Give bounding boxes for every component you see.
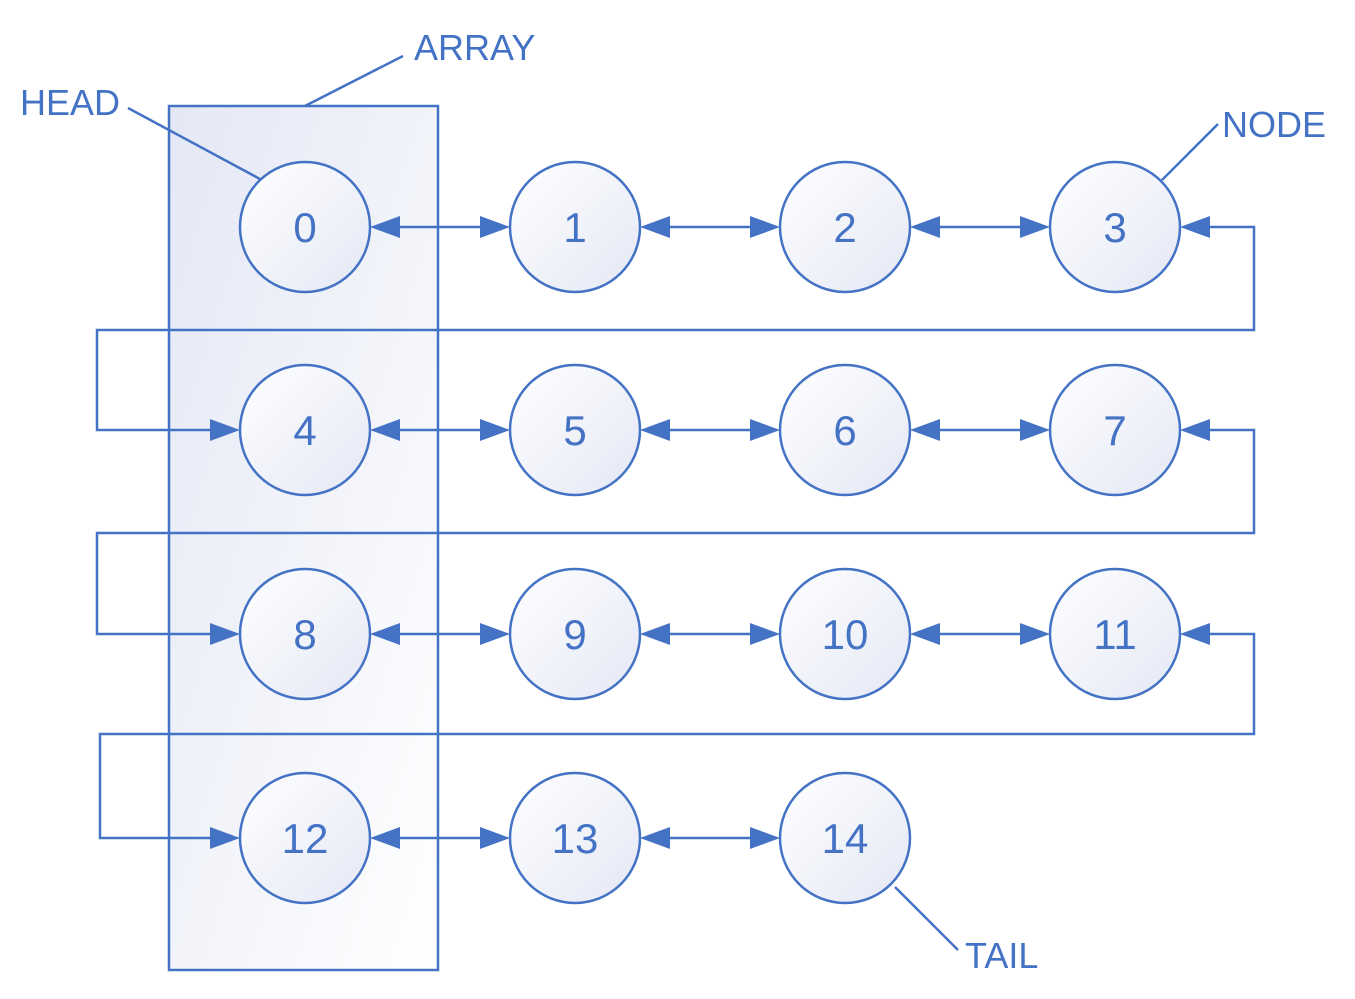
- node-label: 6: [833, 407, 856, 454]
- node-label: 1: [563, 204, 586, 251]
- node-label: 13: [552, 815, 599, 862]
- node-label: 10: [822, 611, 869, 658]
- arrowhead-right: [480, 419, 510, 441]
- arrowhead-left: [1180, 419, 1210, 441]
- arrowhead-right: [750, 623, 780, 645]
- node-5: 5: [508, 363, 642, 497]
- arrowhead-right: [480, 216, 510, 238]
- node-callout-line: [1161, 123, 1219, 181]
- node-label: 8: [293, 611, 316, 658]
- arrowhead-left: [1180, 623, 1210, 645]
- bidirectional-link-2-3: [910, 216, 1050, 238]
- node-circle: [508, 363, 642, 497]
- head-label: HEAD: [20, 82, 120, 123]
- node-label: 11: [1093, 611, 1137, 658]
- tail-label: TAIL: [965, 935, 1038, 976]
- bidirectional-link-6-7: [910, 419, 1050, 441]
- node-8: 8: [238, 567, 372, 701]
- node-circle: [1048, 363, 1182, 497]
- node-11: 11: [1048, 567, 1182, 701]
- node-9: 9: [508, 567, 642, 701]
- arrowhead-right: [750, 827, 780, 849]
- node-10: 10: [778, 567, 912, 701]
- tail-callout-line: [894, 886, 959, 951]
- node-label: 5: [563, 407, 586, 454]
- head-callout-line: [127, 106, 261, 181]
- node-label: 2: [833, 204, 856, 251]
- node-label: 4: [293, 407, 316, 454]
- node-14: 14: [778, 771, 912, 905]
- row-wrap-link-11-12: [98, 623, 1256, 849]
- node-circle: [238, 567, 372, 701]
- arrowhead-left: [640, 216, 670, 238]
- node-circle: [778, 363, 912, 497]
- bidirectional-link-5-6: [640, 419, 780, 441]
- arrowhead-right: [1020, 419, 1050, 441]
- arrowhead-left: [640, 419, 670, 441]
- arrowhead-left: [370, 419, 400, 441]
- array-callout-line: [304, 54, 404, 108]
- bidirectional-link-4-5: [370, 419, 510, 441]
- node-label: 7: [1103, 407, 1126, 454]
- bidirectional-link-13-14: [640, 827, 780, 849]
- arrowhead-right: [750, 419, 780, 441]
- arrowhead-left: [1180, 216, 1210, 238]
- arrowhead-left: [640, 827, 670, 849]
- bidirectional-link-8-9: [370, 623, 510, 645]
- array-label: ARRAY: [414, 27, 535, 68]
- node-2: 2: [778, 160, 912, 294]
- arrowhead-left: [370, 827, 400, 849]
- arrowhead-left: [370, 216, 400, 238]
- node-4: 4: [238, 363, 372, 497]
- node-label: 3: [1103, 204, 1126, 251]
- node-label: 12: [282, 815, 329, 862]
- bidirectional-link-9-10: [640, 623, 780, 645]
- node-6: 6: [778, 363, 912, 497]
- node-label: 14: [822, 815, 869, 862]
- row-wrap-link-3-4: [95, 216, 1256, 441]
- arrowhead-right: [480, 827, 510, 849]
- bidirectional-link-0-1: [370, 216, 510, 238]
- node-circle: [238, 363, 372, 497]
- bidirectional-link-12-13: [370, 827, 510, 849]
- arrowhead-right: [210, 623, 240, 645]
- node-3: 3: [1048, 160, 1182, 294]
- node-circle: [1048, 567, 1182, 701]
- node-7: 7: [1048, 363, 1182, 497]
- node-circle: [238, 160, 372, 294]
- bidirectional-link-10-11: [910, 623, 1050, 645]
- arrowhead-right: [750, 216, 780, 238]
- arrowhead-right: [1020, 623, 1050, 645]
- node-circle: [238, 771, 372, 905]
- node-circle: [508, 160, 642, 294]
- arrowhead-right: [210, 419, 240, 441]
- bidirectional-link-1-2: [640, 216, 780, 238]
- arrowhead-right: [480, 623, 510, 645]
- node-circle: [778, 567, 912, 701]
- node-circle: [1048, 160, 1182, 294]
- node-0: 0: [238, 160, 372, 294]
- row-wrap-link-7-8: [95, 419, 1256, 645]
- arrowhead-left: [910, 216, 940, 238]
- node-1: 1: [508, 160, 642, 294]
- node-circle: [508, 567, 642, 701]
- node-label: NODE: [1222, 104, 1326, 145]
- node-label: 9: [563, 611, 586, 658]
- node-13: 13: [508, 771, 642, 905]
- node-circle: [778, 160, 912, 294]
- node-circle: [778, 771, 912, 905]
- arrowhead-right: [1020, 216, 1050, 238]
- node-12: 12: [238, 771, 372, 905]
- arrowhead-right: [210, 827, 240, 849]
- arrowhead-left: [370, 623, 400, 645]
- arrowhead-left: [910, 623, 940, 645]
- node-label: 0: [293, 204, 316, 251]
- arrowhead-left: [640, 623, 670, 645]
- node-circle: [508, 771, 642, 905]
- arrowhead-left: [910, 419, 940, 441]
